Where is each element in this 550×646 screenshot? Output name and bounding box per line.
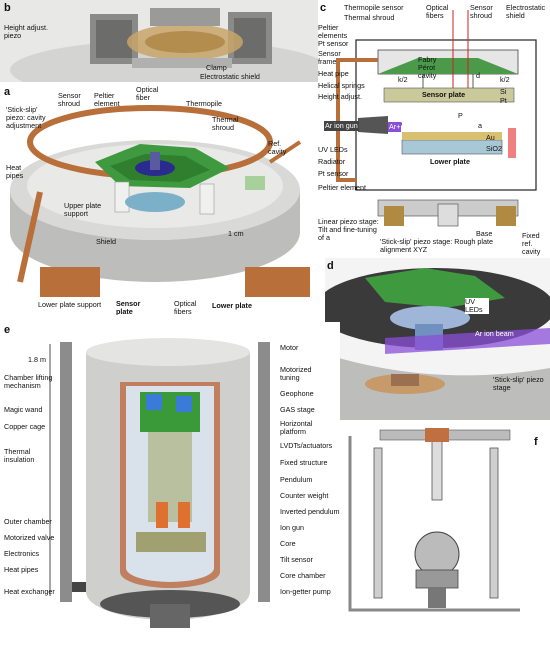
panel-b-letter: b <box>4 2 11 14</box>
label-helical-springs: Helical springs <box>318 81 365 90</box>
label-alpha: a <box>478 121 482 130</box>
label-ref-cavity-a: Ref. cavity <box>268 139 287 156</box>
panel-f-letter: f <box>534 436 538 448</box>
label-ar-plus: Ar+ <box>388 122 402 132</box>
label-lower-plate-c: Lower plate <box>430 157 470 166</box>
label-k2-left: k/2 <box>398 75 408 84</box>
label-motorized-tuning: Motorized tuning <box>280 365 312 382</box>
label-electrostatic-shield-b: Electrostatic shield <box>200 72 260 81</box>
label-ion-getter-pump: Ion-getter pump <box>280 587 331 596</box>
label-shield: Shield <box>96 237 116 246</box>
label-thermopile-a: Thermopile <box>186 99 222 108</box>
label-heat-pipes-a: Heat pipes <box>6 163 24 180</box>
label-sensor-frame: Sensor frame <box>318 49 341 66</box>
label-electronics: Electronics <box>4 549 40 558</box>
label-gas-stage: GAS stage <box>280 405 315 414</box>
label-horizontal-platform: Horizontal platform <box>280 419 313 436</box>
label-fixed-ref-cavity: Fixed ref. cavity <box>522 231 541 256</box>
label-uv-leds-d: UV LEDs <box>465 298 489 314</box>
panel-e-render <box>0 322 340 646</box>
label-k2-right: k/2 <box>500 75 510 84</box>
label-au: Au <box>486 133 495 142</box>
label-height-adjust-c: Height adjust. <box>318 92 362 101</box>
panel-a-letter: a <box>4 86 11 98</box>
label-stick-slip-cavity: 'Stick-slip' piezo: cavity adjustment <box>6 105 46 130</box>
label-si: Si <box>500 87 507 96</box>
label-sio2: SiO2 <box>486 144 502 153</box>
label-ar-ion-beam: Ar ion beam <box>475 329 514 338</box>
panel-e-letter: e <box>4 324 11 336</box>
panel-a: a 'Stick-slip' piezo: cavity adjustment … <box>0 82 315 315</box>
label-optical-fibers-c: Optical fibers <box>426 3 449 20</box>
panel-f: f <box>340 420 550 646</box>
label-height-1-8m: 1.8 m <box>28 355 46 364</box>
label-lower-plate-support: Lower plate support <box>38 300 102 309</box>
label-counter-weight: Counter weight <box>280 491 329 500</box>
label-motorized-valve: Motorized valve <box>4 533 55 542</box>
label-height-adjust-piezo: Height adjust. piezo <box>4 23 48 40</box>
label-peltier-element-a: Peltier element <box>94 91 120 108</box>
label-motor: Motor <box>280 343 299 352</box>
label-uv-leds-c: UV LEDs <box>318 145 348 154</box>
label-thermal-insulation: Thermal insulation <box>4 447 35 464</box>
label-fixed-structure: Fixed structure <box>280 458 328 467</box>
label-ar-ion-gun: Ar ion gun <box>324 121 359 131</box>
label-stick-slip-stage-c: 'Stick-slip' piezo stage: Rough plate al… <box>380 237 494 254</box>
label-linear-piezo-stage: Linear piezo stage: Tilt and fine-tuning… <box>318 217 379 242</box>
panel-c: c Thermopile sensor Thermal shroud Optic… <box>318 0 550 258</box>
label-sensor-shroud-a: Sensor shroud <box>58 91 81 108</box>
label-radiator: Radiator <box>318 157 346 166</box>
label-heat-pipe-c: Heat pipe <box>318 69 349 78</box>
panel-d: d UV LEDs Ar ion beam 'Stick-slip' piezo… <box>325 258 550 420</box>
label-clamp: Clamp <box>206 63 227 72</box>
label-tilt-sensor: Tilt sensor <box>280 555 313 564</box>
label-d: d <box>476 71 480 80</box>
label-geophone: Geophone <box>280 389 314 398</box>
label-upper-plate-support: Upper plate support <box>64 201 102 218</box>
label-inverted-pendulum: Inverted pendulum <box>280 507 340 516</box>
label-optical-fibers-a: Optical fibers <box>174 299 197 316</box>
label-sensor-plate-c: Sensor plate <box>422 90 466 99</box>
label-peltier-element-c: Peltier element <box>318 183 366 192</box>
label-stick-slip-stage-d: 'Stick-slip' piezo stage <box>493 375 544 392</box>
label-base: Base <box>476 229 493 238</box>
label-ion-gun: Ion gun <box>280 523 304 532</box>
label-thermal-shroud-a: Thermal shroud <box>212 115 239 132</box>
label-p: P <box>458 111 463 120</box>
panel-a-render <box>0 82 315 315</box>
panel-f-schematic <box>340 420 550 646</box>
panel-e: e 1.8 m Chamber lifting mechanism Magic … <box>0 322 340 646</box>
panel-d-letter: d <box>327 260 334 272</box>
label-electrostatic-shield-c: Electrostatic shield <box>506 3 546 20</box>
label-pt: Pt <box>500 96 507 105</box>
panel-d-render <box>325 258 550 420</box>
label-core: Core <box>280 539 296 548</box>
label-copper-cage: Copper cage <box>4 422 46 431</box>
label-lvdts-actuators: LVDTs/actuators <box>280 441 333 450</box>
panel-c-letter: c <box>320 2 327 14</box>
label-heat-exchanger: Heat exchanger <box>4 587 55 596</box>
label-peltier-elements: Peltier elements <box>318 23 348 40</box>
label-pt-sensor-top: Pt sensor <box>318 39 349 48</box>
label-outer-chamber: Outer chamber <box>4 517 52 526</box>
panel-b: b Height adjust. piezo Clamp Electrostat… <box>0 0 325 82</box>
label-sensor-plate-a: Sensor plate <box>116 299 141 316</box>
label-magic-wand: Magic wand <box>4 405 43 414</box>
label-optical-fiber-a: Optical fiber <box>136 85 159 102</box>
label-scale-1cm: 1 cm <box>228 229 244 238</box>
label-pt-sensor-bottom: Pt sensor <box>318 169 349 178</box>
label-thermopile-sensor: Thermopile sensor <box>344 3 404 12</box>
label-lower-plate-a: Lower plate <box>212 301 252 310</box>
label-chamber-lifting: Chamber lifting mechanism <box>4 373 53 390</box>
label-heat-pipes-e: Heat pipes <box>4 565 39 574</box>
label-sensor-shroud-c: Sensor shroud <box>470 3 493 20</box>
label-fabry-perot-cavity: Fabry Pérot cavity <box>418 55 437 80</box>
panel-b-render <box>0 0 325 82</box>
label-pendulum: Pendulum <box>280 475 313 484</box>
label-thermal-shroud-c: Thermal shroud <box>344 13 395 22</box>
label-core-chamber: Core chamber <box>280 571 326 580</box>
